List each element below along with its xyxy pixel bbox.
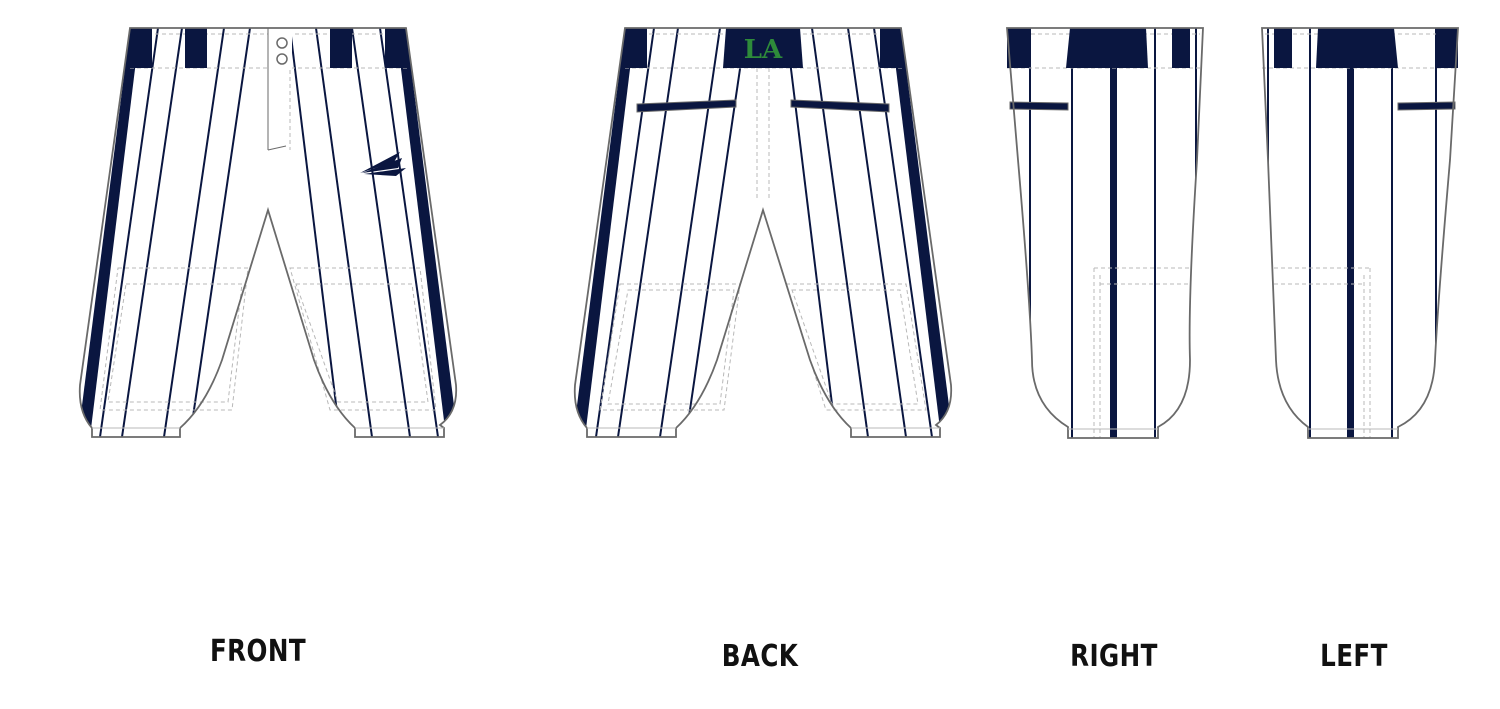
view-label-left: LEFT bbox=[1320, 639, 1388, 674]
back-center-tab bbox=[723, 28, 803, 68]
button-icon bbox=[276, 53, 288, 65]
belt-loop bbox=[330, 28, 352, 68]
belt-loop bbox=[1274, 28, 1292, 68]
front-fly bbox=[267, 28, 292, 208]
left-view-pants bbox=[1261, 27, 1459, 439]
belt-loop bbox=[625, 28, 647, 68]
belt-loop bbox=[1436, 28, 1458, 68]
front-waistband bbox=[130, 28, 410, 69]
belt-loop bbox=[185, 28, 207, 68]
front-pinstripes bbox=[79, 28, 457, 437]
belt-loop bbox=[1172, 28, 1190, 68]
back-view-pants: LA bbox=[573, 27, 953, 438]
front-knee-panels bbox=[99, 267, 437, 411]
button-icon bbox=[276, 37, 288, 49]
right-pocket bbox=[1009, 101, 1069, 111]
right-waistband bbox=[1007, 28, 1203, 69]
team-logo: LA bbox=[744, 35, 783, 65]
triple-chevron-brand-icon bbox=[360, 152, 406, 176]
side-belt-tab bbox=[1066, 28, 1148, 68]
side-stripe bbox=[1347, 68, 1354, 438]
view-label-back: BACK bbox=[721, 639, 799, 674]
belt-loop bbox=[130, 28, 152, 68]
back-knee-panels bbox=[599, 283, 927, 411]
view-label-right: RIGHT bbox=[1070, 639, 1158, 674]
belt-loop bbox=[880, 28, 902, 68]
side-stripe bbox=[1110, 68, 1117, 438]
front-view-pants bbox=[78, 27, 458, 438]
back-pocket-right bbox=[790, 99, 890, 113]
side-belt-tab bbox=[1316, 28, 1398, 68]
back-waistband: LA bbox=[625, 28, 905, 69]
back-center-seam bbox=[756, 68, 770, 200]
back-pockets bbox=[636, 99, 890, 113]
belt-loop bbox=[1007, 28, 1029, 68]
left-waistband bbox=[1262, 28, 1458, 69]
right-view-pants bbox=[1006, 27, 1204, 439]
view-label-front: FRONT bbox=[209, 634, 307, 669]
back-pocket-left bbox=[636, 99, 737, 113]
back-pinstripes bbox=[574, 28, 952, 437]
right-knee-panel bbox=[1093, 267, 1192, 438]
left-knee-panel bbox=[1274, 267, 1371, 438]
left-pocket bbox=[1397, 101, 1456, 111]
belt-loop bbox=[385, 28, 407, 68]
